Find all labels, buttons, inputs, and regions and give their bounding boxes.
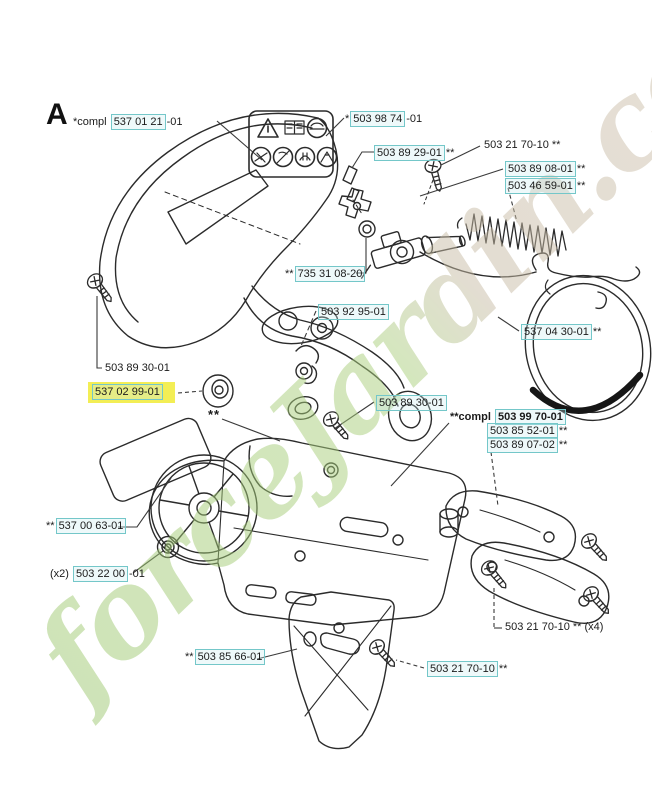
- part-label-537-00-63-01[interactable]: **537 00 63-01: [45, 518, 127, 534]
- section-letter: A: [46, 98, 68, 131]
- warning-triangle-icon: [257, 118, 279, 138]
- part-label-503-21-70-10-x4[interactable]: 503 21 70-10** (x4): [505, 621, 604, 633]
- helmet-ear-protection-icon: [306, 117, 328, 139]
- chain-contact-icon: [250, 146, 272, 168]
- part-label-503-46-59-01[interactable]: 503 46 59-01**: [505, 178, 586, 194]
- pin: [342, 165, 358, 185]
- part-label-537-01-21-01[interactable]: *compl 537 01 21-01: [73, 114, 183, 130]
- manual-book-icon: [284, 120, 305, 135]
- part-label-503-92-95-01[interactable]: 503 92 95-01: [318, 304, 389, 320]
- part-label-503-21-70-10-bottom[interactable]: 503 21 70-10**: [427, 661, 508, 677]
- part-label-503-89-30-01-right[interactable]: 503 89 30-01: [376, 395, 447, 411]
- part-label-503-22-00-01[interactable]: (x2) 503 22 00-01: [50, 566, 145, 582]
- part-label-503-89-08-01[interactable]: 503 89 08-01**: [505, 161, 586, 177]
- part-label-503-89-07-02[interactable]: 503 89 07-02**: [487, 437, 568, 453]
- bumper-plate: [288, 591, 395, 750]
- no-one-hand-icon: [272, 146, 294, 168]
- clutch-cover: [148, 437, 467, 626]
- guide-plate-lower: [470, 541, 610, 625]
- sprocket-wheel: [150, 454, 258, 562]
- kickback-warning-icon: [316, 146, 338, 168]
- two-hand-grip-icon: [294, 146, 316, 168]
- guide-plate-upper: [445, 490, 577, 562]
- part-label-503-89-29-01[interactable]: 503 89 29-01**: [374, 145, 455, 161]
- brake-band: [419, 251, 652, 422]
- part-label-503-99-70-01[interactable]: **compl 503 99 70-01: [449, 409, 566, 425]
- flange-nut: [156, 535, 180, 559]
- part-label-537-02-99-01-highlighted[interactable]: 537 02 99-01: [88, 382, 175, 403]
- washer: [202, 374, 234, 408]
- part-label-503-89-30-01-left[interactable]: 503 89 30-01: [105, 362, 170, 374]
- part-label-735-31-08-20[interactable]: **735 31 08-20: [284, 266, 366, 282]
- part-label-537-04-30-01[interactable]: 537 04 30-01**: [521, 324, 602, 340]
- part-label-503-21-70-10-top[interactable]: 503 21 70-10**: [484, 139, 561, 151]
- part-label-503-85-52-01[interactable]: 503 85 52-01**: [487, 423, 568, 439]
- grommet-ring: [287, 395, 319, 421]
- return-spring: [456, 213, 567, 257]
- part-label-503-98-74-01[interactable]: *503 98 74-01: [345, 111, 423, 127]
- double-asterisk-mark: **: [208, 407, 221, 422]
- chain-guide-clamp: [295, 344, 320, 385]
- spacer-bushing: [439, 508, 459, 538]
- tensioner-nut: [358, 220, 376, 238]
- part-label-503-85-66-01[interactable]: **503 85 66-01: [184, 649, 266, 665]
- leader-lines: [96, 117, 520, 669]
- front-hand-guard: [98, 112, 433, 442]
- chain-tensioner-assembly: [338, 165, 466, 279]
- warning-decal: [248, 110, 338, 178]
